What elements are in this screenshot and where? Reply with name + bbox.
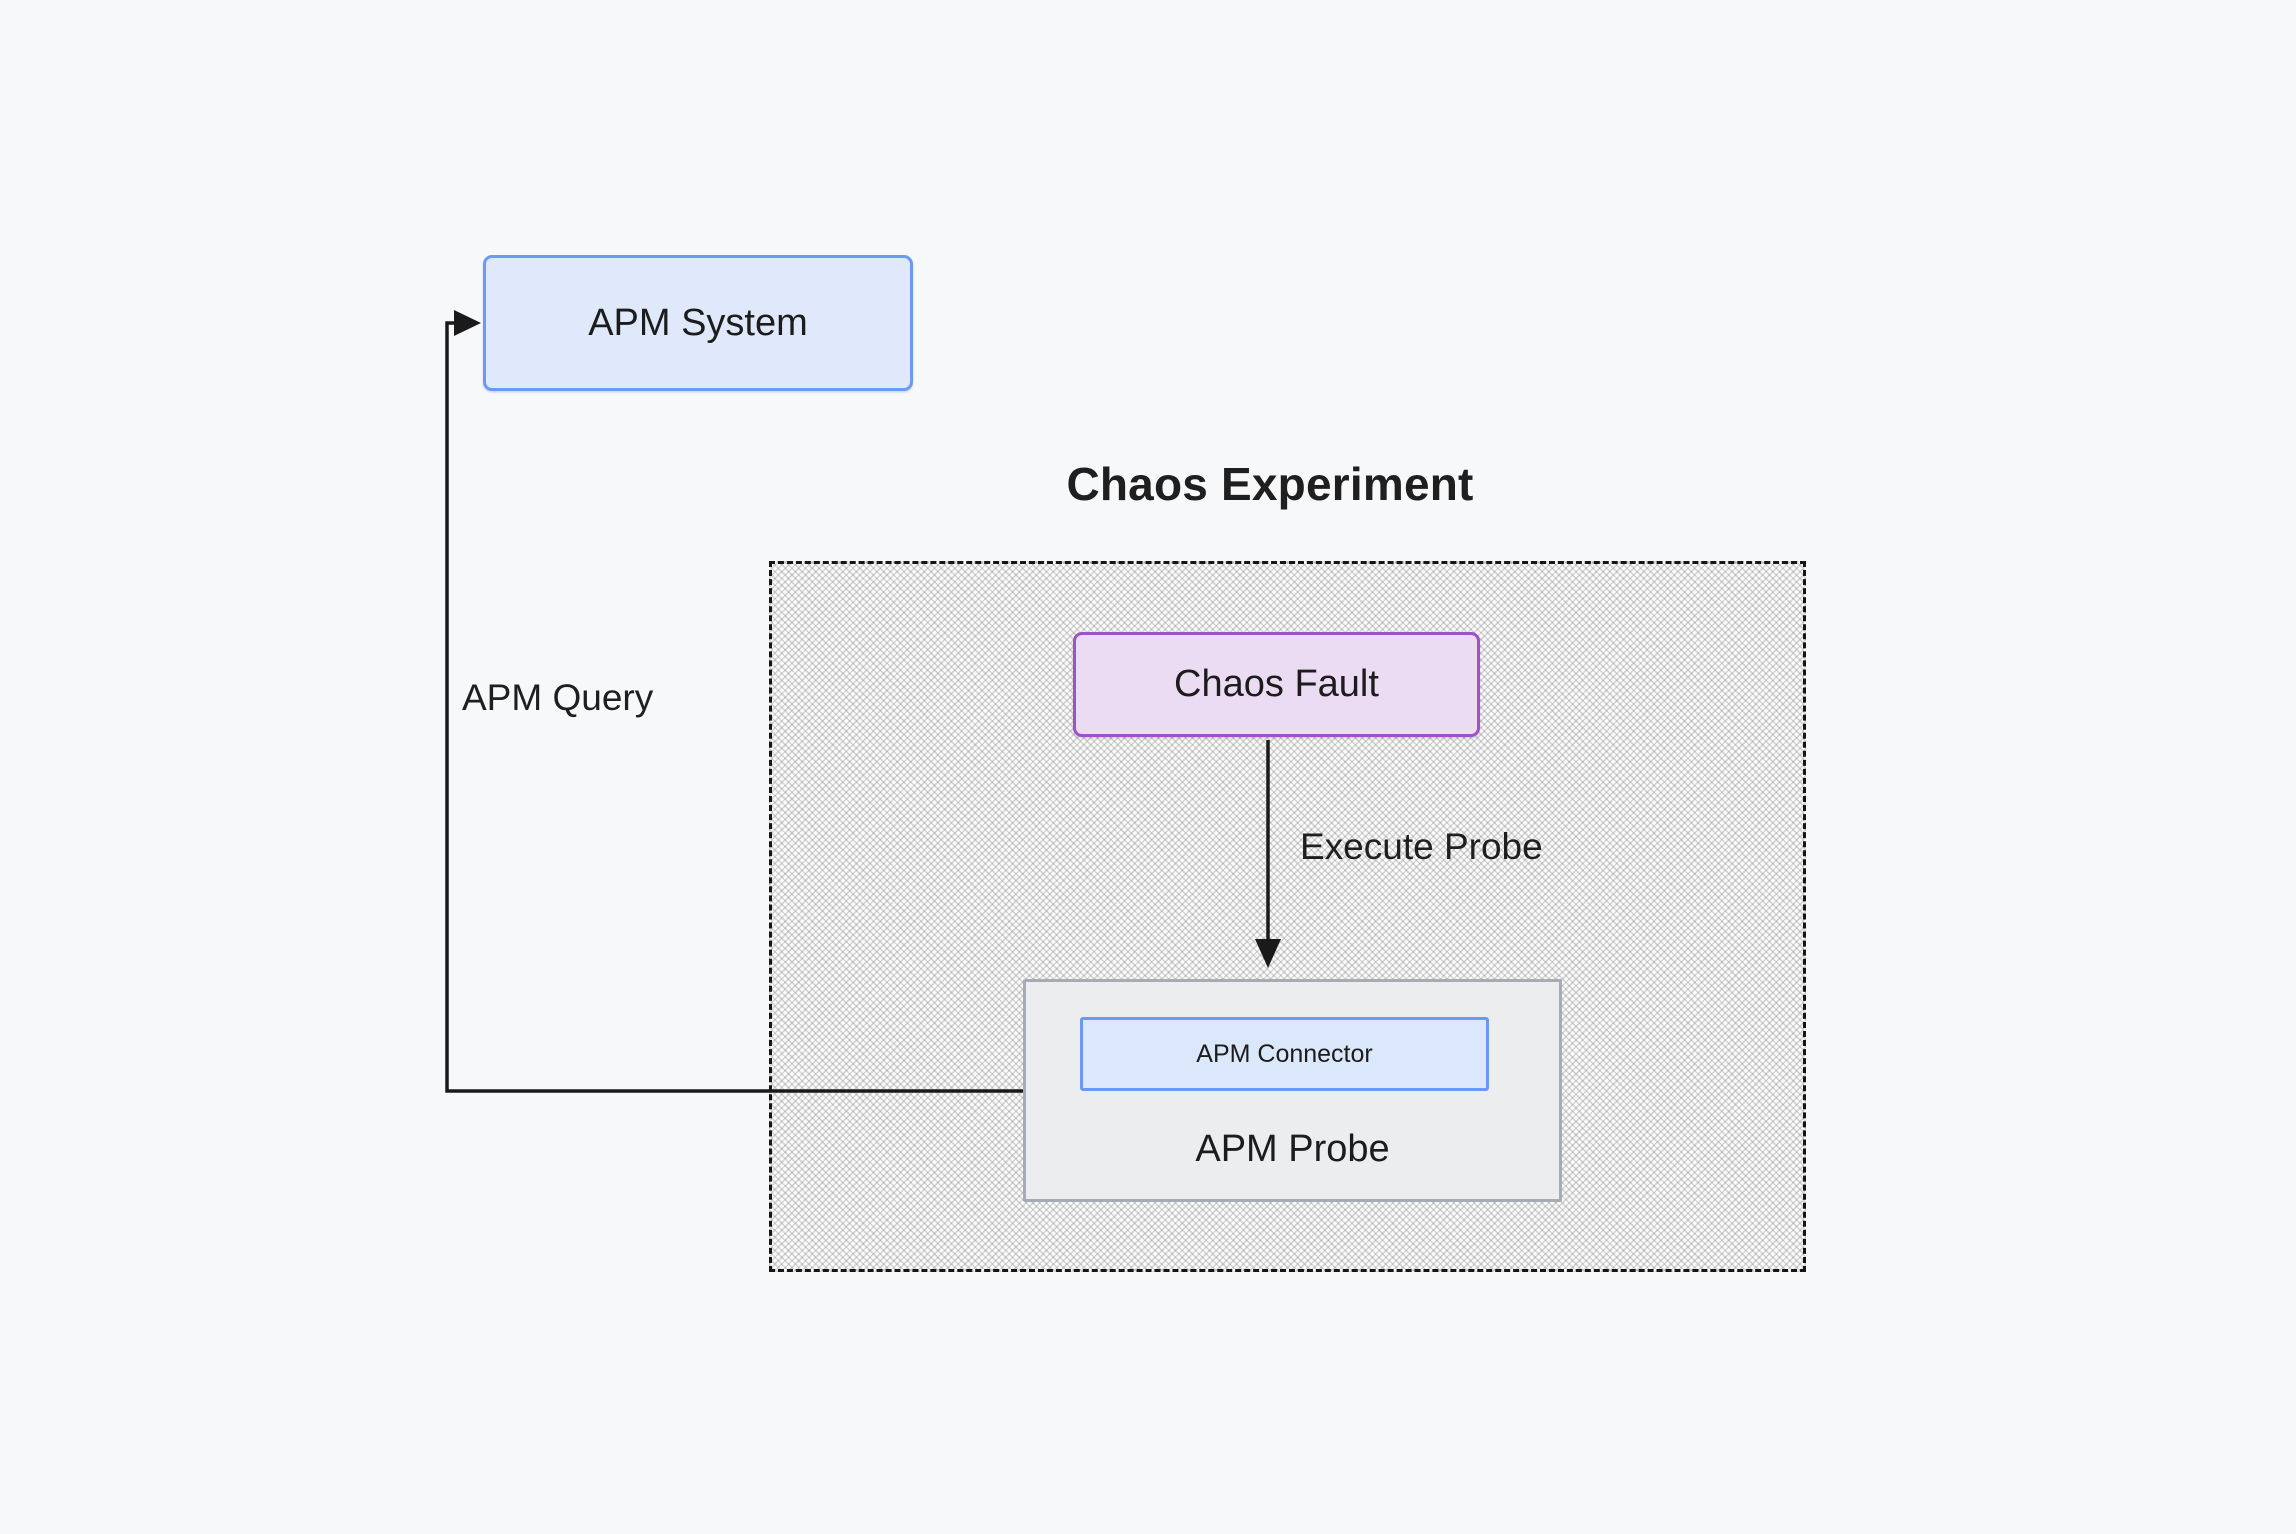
apm-probe-node: APM Connector APM Probe [1023, 979, 1562, 1202]
apm-query-arrowhead-icon [454, 310, 481, 336]
apm-connector-label: APM Connector [1196, 1039, 1373, 1068]
execute-probe-edge-label: Execute Probe [1300, 826, 1543, 867]
chaos-fault-node: Chaos Fault [1073, 632, 1480, 737]
apm-probe-label: APM Probe [1195, 1128, 1390, 1170]
chaos-fault-label: Chaos Fault [1174, 663, 1379, 705]
apm-system-node: APM System [483, 255, 913, 391]
apm-connector-node: APM Connector [1080, 1017, 1489, 1091]
apm-system-label: APM System [588, 301, 808, 344]
apm-query-edge-label: APM Query [462, 677, 654, 718]
chaos-experiment-title: Chaos Experiment [1066, 458, 1474, 510]
